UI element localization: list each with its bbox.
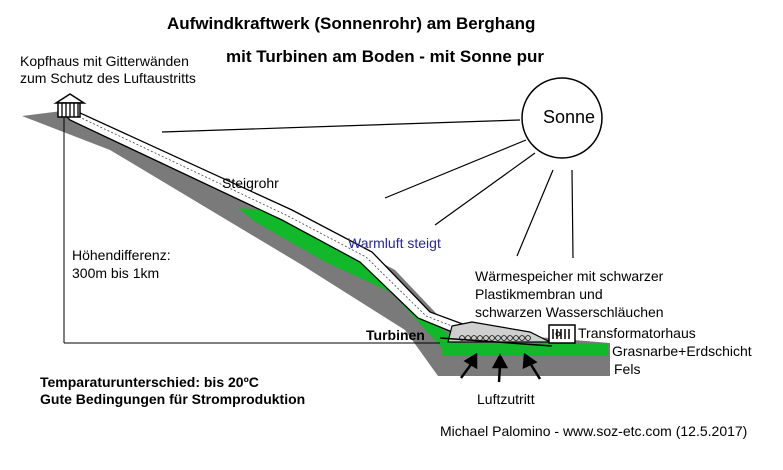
water-hose-coil <box>459 335 465 341</box>
title-line1: Aufwindkraftwerk (Sonnenrohr) am Berghan… <box>167 14 536 33</box>
membrane-line <box>439 337 553 347</box>
steigrohr-label: Steigrohr <box>222 175 279 191</box>
air-inlet-label: Luftzutritt <box>477 391 535 407</box>
height-diff-label-2: 300m bis 1km <box>72 265 160 281</box>
transformer-house-icon <box>548 324 576 344</box>
conditions-label: Gute Bedingungen für Stromproduktion <box>40 391 306 407</box>
grass-ground <box>442 343 608 356</box>
water-hoses <box>459 335 531 341</box>
credit-label: Michael Palomino - www.soz-etc.com (12.5… <box>440 423 748 439</box>
title-line2: mit Turbinen am Boden - mit Sonne pur <box>226 47 544 66</box>
warmluft-label: Warmluft steigt <box>348 235 441 251</box>
water-hose-coil <box>519 335 525 341</box>
heat-storage-label-1: Wärmespeicher mit schwarzer <box>475 268 664 284</box>
heat-storage-label-3: schwarzen Wasserschläuchen <box>475 304 664 320</box>
grass-slope <box>238 208 462 352</box>
kopfhaus-label-2: zum Schutz des Luftaustritts <box>20 70 196 86</box>
transformer-label: Transformatorhaus <box>578 325 696 341</box>
water-hose-coil <box>507 335 513 341</box>
water-hose-coil <box>489 335 495 341</box>
kopfhaus-label-1: Kopfhaus mit Gitterwänden <box>20 53 189 69</box>
sun-rays <box>161 119 574 259</box>
temp-diff-label: Temparaturunterschied: bis 20ºC <box>40 374 259 390</box>
rock-label: Fels <box>614 361 641 377</box>
water-hose-coil <box>513 335 519 341</box>
turbines-label: Turbinen <box>366 327 425 343</box>
heat-storage-label-2: Plastikmembran und <box>475 286 603 302</box>
sun-icon <box>521 77 603 159</box>
water-hose-coil <box>501 335 507 341</box>
water-hose-coil <box>483 335 489 341</box>
tube-inner-line <box>74 114 466 332</box>
height-diff-label-1: Höhendifferenz: <box>72 247 171 263</box>
water-hose-coil <box>525 335 531 341</box>
grass-layer-label: Grasnarbe+Erdschicht <box>612 343 752 359</box>
sun-label: Sonne <box>543 107 596 127</box>
head-house-icon <box>53 93 87 118</box>
air-inlet-arrows <box>459 352 542 383</box>
water-hose-coil <box>495 335 501 341</box>
